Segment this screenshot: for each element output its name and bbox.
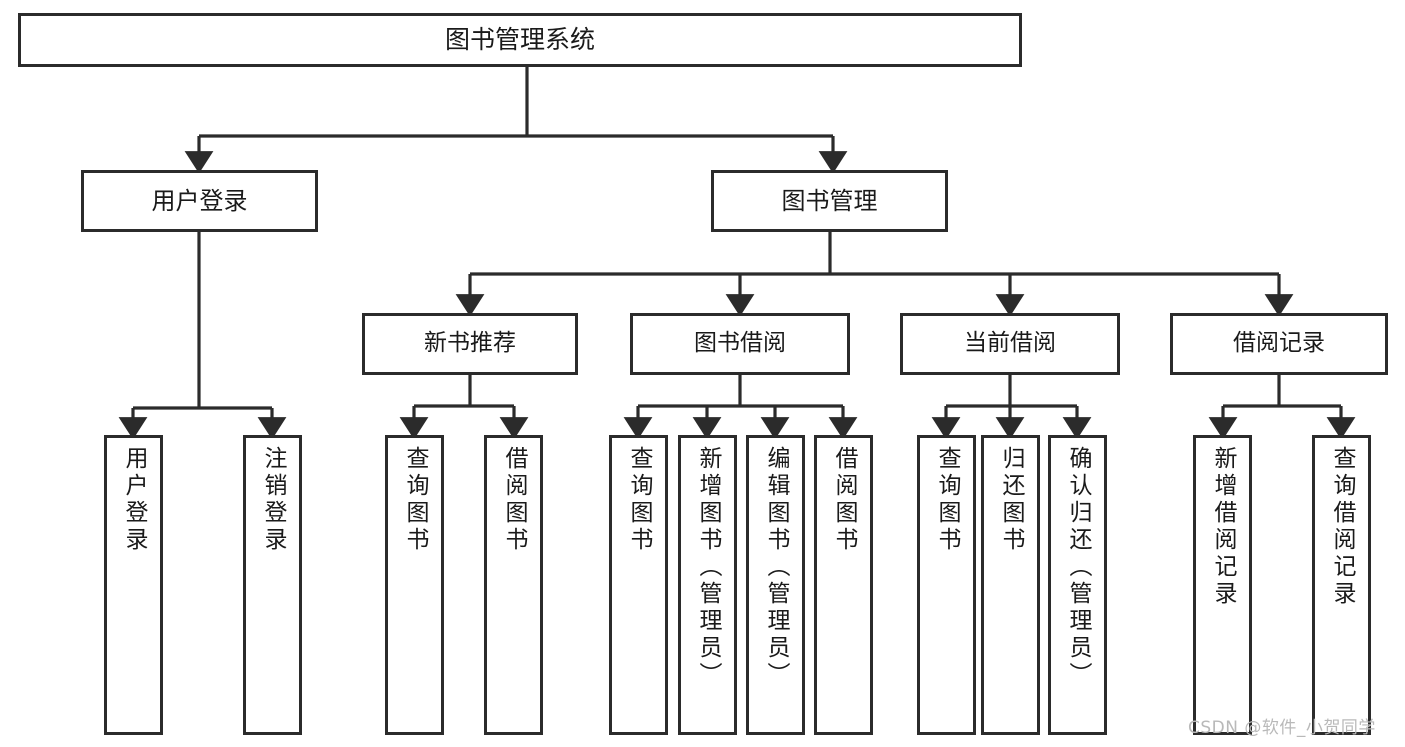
leaf-query-book-borrow[interactable]: 查询图书: [609, 435, 668, 735]
node-label: 图书借阅: [694, 330, 786, 357]
node-new-book-recommend[interactable]: 新书推荐: [362, 313, 578, 375]
node-label: 借阅图书: [501, 446, 527, 554]
node-label: 归还图书: [998, 446, 1024, 554]
node-label: 借阅记录: [1233, 330, 1325, 357]
leaf-add-book-admin[interactable]: 新增图书（管理员）: [678, 435, 737, 735]
node-label: 用户登录: [121, 446, 147, 554]
leaf-query-borrow-record[interactable]: 查询借阅记录: [1312, 435, 1371, 735]
leaf-query-book-recommend[interactable]: 查询图书: [385, 435, 444, 735]
node-current-borrow[interactable]: 当前借阅: [900, 313, 1120, 375]
node-label: 查询图书: [402, 446, 428, 554]
node-book-management-system[interactable]: 图书管理系统: [18, 13, 1022, 67]
leaf-add-borrow-record[interactable]: 新增借阅记录: [1193, 435, 1252, 735]
node-label: 图书管理: [781, 186, 878, 215]
node-label: 注销登录: [260, 446, 286, 554]
node-label: 新书推荐: [424, 330, 516, 357]
node-label: 当前借阅: [964, 330, 1056, 357]
node-label: 用户登录: [151, 186, 248, 215]
node-label: 图书管理系统: [444, 25, 595, 55]
node-label: 查询借阅记录: [1329, 446, 1355, 608]
node-label: 新增图书（管理员）: [695, 446, 721, 689]
leaf-user-login[interactable]: 用户登录: [104, 435, 163, 735]
node-label: 查询图书: [626, 446, 652, 554]
leaf-edit-book-admin[interactable]: 编辑图书（管理员）: [746, 435, 805, 735]
leaf-borrow-book[interactable]: 借阅图书: [814, 435, 873, 735]
node-label: 借阅图书: [831, 446, 857, 554]
node-label: 查询图书: [934, 446, 960, 554]
csdn-watermark: CSDN @软件_小贺同学: [1188, 718, 1376, 738]
node-borrow-record[interactable]: 借阅记录: [1170, 313, 1388, 375]
leaf-return-book[interactable]: 归还图书: [981, 435, 1040, 735]
leaf-logout-login[interactable]: 注销登录: [243, 435, 302, 735]
node-book-management[interactable]: 图书管理: [711, 170, 948, 232]
leaf-query-book-current[interactable]: 查询图书: [917, 435, 976, 735]
node-label: 新增借阅记录: [1210, 446, 1236, 608]
node-label: 编辑图书（管理员）: [763, 446, 789, 689]
node-user-login[interactable]: 用户登录: [81, 170, 318, 232]
node-book-borrow[interactable]: 图书借阅: [630, 313, 850, 375]
leaf-confirm-return-admin[interactable]: 确认归还（管理员）: [1048, 435, 1107, 735]
node-label: 确认归还（管理员）: [1065, 446, 1091, 689]
leaf-borrow-book-recommend[interactable]: 借阅图书: [484, 435, 543, 735]
